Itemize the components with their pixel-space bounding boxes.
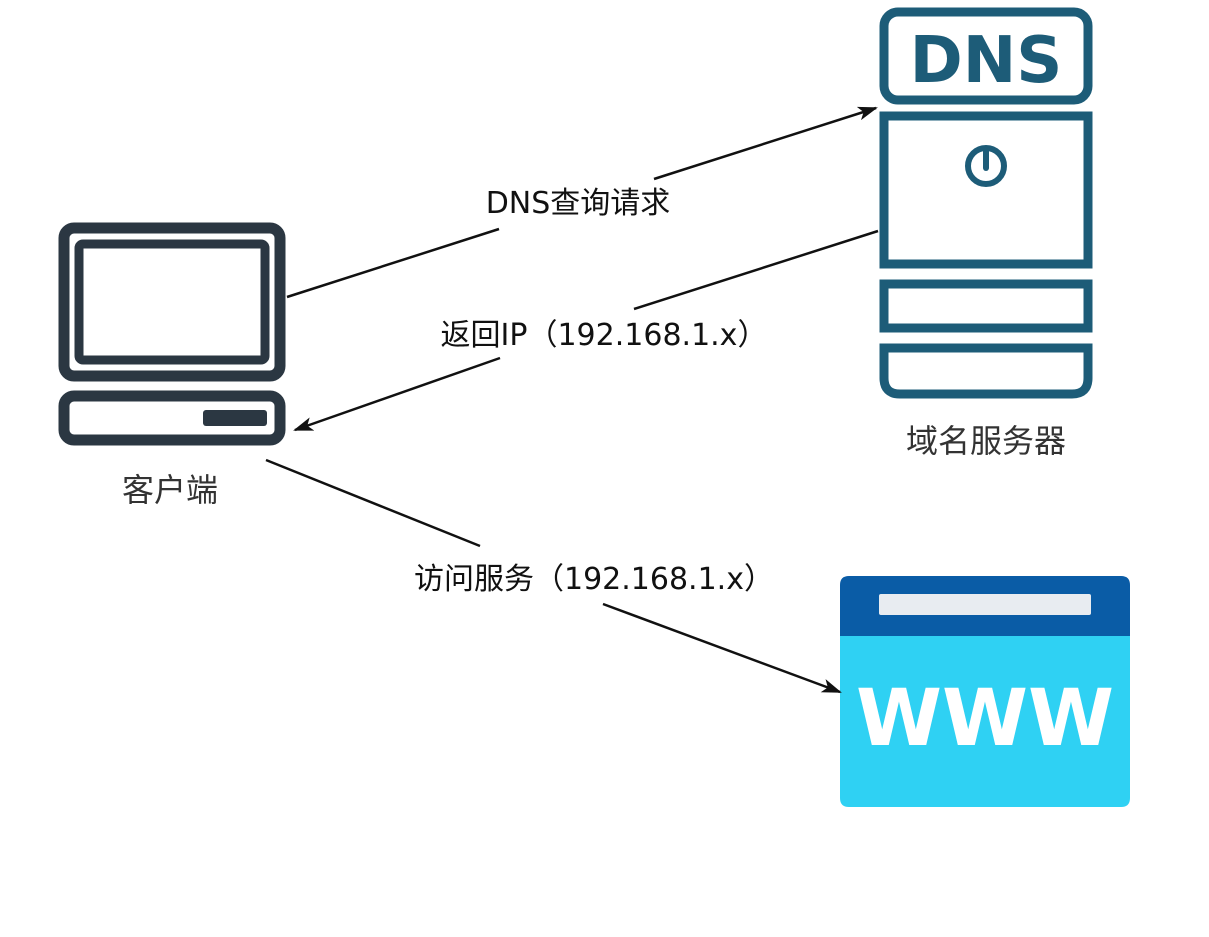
return-ip-label: 返回IP（192.168.1.x） [441, 318, 768, 353]
client-label: 客户端 [122, 471, 218, 509]
dns-query-arrow [286, 227, 500, 299]
client-drive-slot [203, 410, 267, 426]
client-computer-icon [58, 222, 286, 446]
web-server-icon: WWW [840, 576, 1130, 807]
dns-server-drive-bay [879, 279, 1093, 333]
web-address-bar [879, 594, 1091, 615]
client-base-unit [58, 390, 286, 446]
return-ip-arrow-head-segment [293, 356, 501, 432]
www-text: WWW [856, 674, 1114, 764]
dns-server-main-panel [879, 111, 1093, 269]
dns-server-label: 域名服务器 [906, 422, 1066, 460]
dns-badge-text: DNS [910, 24, 1063, 98]
dns-server-icon: DNS [879, 7, 1093, 399]
access-service-label: 访问服务（192.168.1.x） [414, 562, 774, 597]
access-service-arrow [265, 458, 481, 548]
power-icon [965, 145, 1007, 187]
client-monitor-screen [74, 239, 270, 365]
client-monitor-outer [58, 222, 286, 382]
web-window-body [840, 636, 1130, 807]
return-ip-arrow [633, 229, 879, 311]
access-service-arrow-head-segment [602, 602, 842, 694]
dns-server-badge [879, 7, 1093, 105]
dns-query-label: DNS查询请求 [486, 186, 671, 221]
dns-query-arrow-head-segment [653, 106, 878, 181]
dns-server-base [879, 343, 1093, 399]
